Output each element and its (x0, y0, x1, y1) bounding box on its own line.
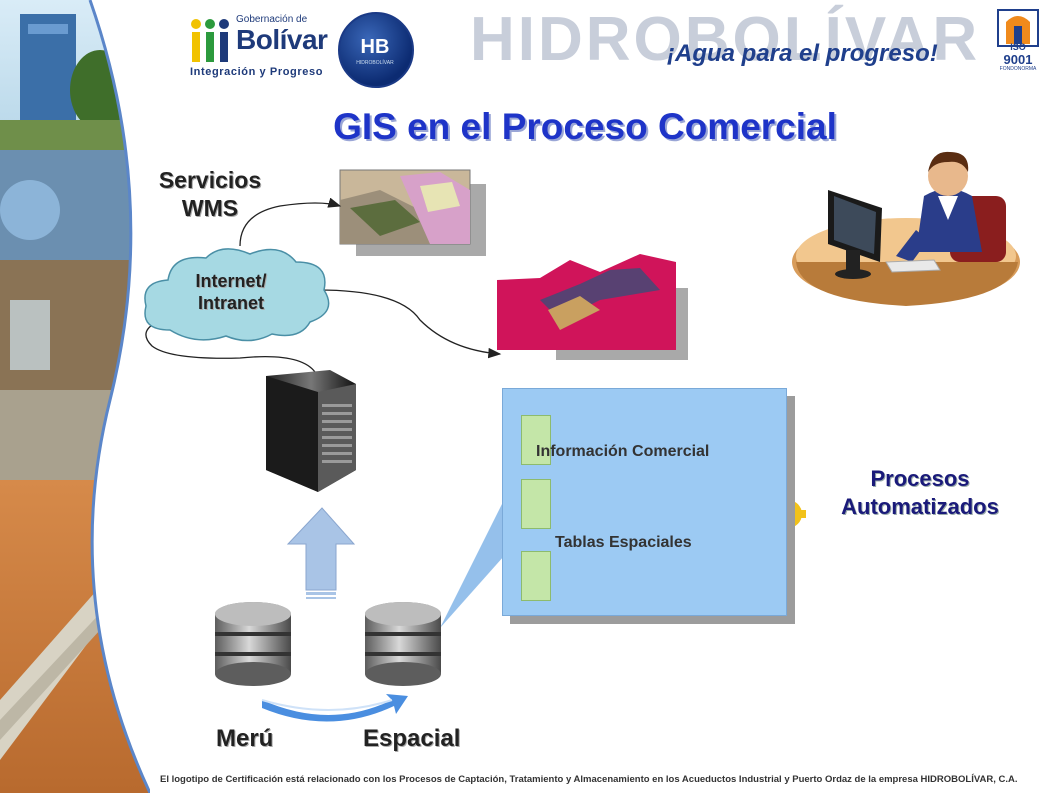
gobernacion-prefix: Gobernación de (236, 14, 308, 25)
panel-tab-1 (521, 415, 551, 465)
hidrobolivar-logo-text: HB (360, 36, 390, 58)
panel-tab-3 (521, 551, 551, 601)
servicios-wms-label: Servicios WMS (150, 166, 270, 222)
gobernacion-logo (186, 8, 334, 86)
iso-sub: FONDONORMA (999, 66, 1037, 72)
cloud-label: Internet/ Intranet (176, 270, 286, 314)
arrow-to-map (317, 289, 502, 359)
gobernacion-tagline: Integración y Progreso (190, 66, 324, 78)
panel-tab-2 (521, 479, 551, 529)
arrow-server-to-cloud (145, 319, 316, 373)
wms-map-thumbnail (339, 169, 486, 256)
callout-connector (440, 500, 504, 628)
tablas-espaciales-label: Tablas Espaciales (555, 534, 692, 551)
procesos-line-1: Procesos (870, 466, 970, 491)
procesos-line-2: Automatizados (841, 494, 999, 519)
iso-label: ISO (1010, 42, 1026, 52)
left-photo-strip (0, 0, 150, 793)
brand-slogan: ¡Agua para el progreso! (667, 40, 938, 67)
gis-map-image (497, 254, 688, 360)
servicios-wms-line-1: Servicios (158, 167, 262, 193)
user-at-computer-icon (792, 151, 1020, 306)
hidrobolivar-logo (338, 12, 414, 88)
slide-title: GIS en el Proceso Comercial (333, 106, 837, 147)
hidrobolivar-logo-sub: HIDROBOLÍVAR (356, 60, 394, 66)
espacial-database-icon (365, 602, 441, 686)
meru-database-icon (215, 602, 291, 686)
sync-arrow-icon (261, 694, 408, 722)
gobernacion-name: Bolívar (236, 24, 328, 55)
server-icon (266, 370, 356, 492)
procesos-automatizados-label: Procesos Automatizados (815, 465, 1025, 521)
iso-certification-logo (996, 8, 1040, 72)
espacial-database-label: Espacial (363, 725, 461, 752)
internet-intranet-cloud (144, 248, 330, 342)
brand-watermark: HIDROBOLÍVAR (470, 5, 981, 74)
cloud-label-line-1: Internet/ (195, 271, 267, 291)
certification-footer-note: El logotipo de Certificación está relaci… (160, 774, 1018, 785)
upload-arrow-icon (286, 507, 356, 599)
informacion-comercial-label: Información Comercial (536, 443, 710, 460)
data-panel (502, 388, 787, 616)
arrow-to-wms (239, 197, 342, 247)
servicios-wms-line-2: WMS (181, 195, 239, 221)
iso-number: 9001 (1003, 52, 1033, 67)
meru-database-label: Merú (216, 725, 274, 752)
cloud-label-line-2: Intranet (197, 293, 264, 313)
